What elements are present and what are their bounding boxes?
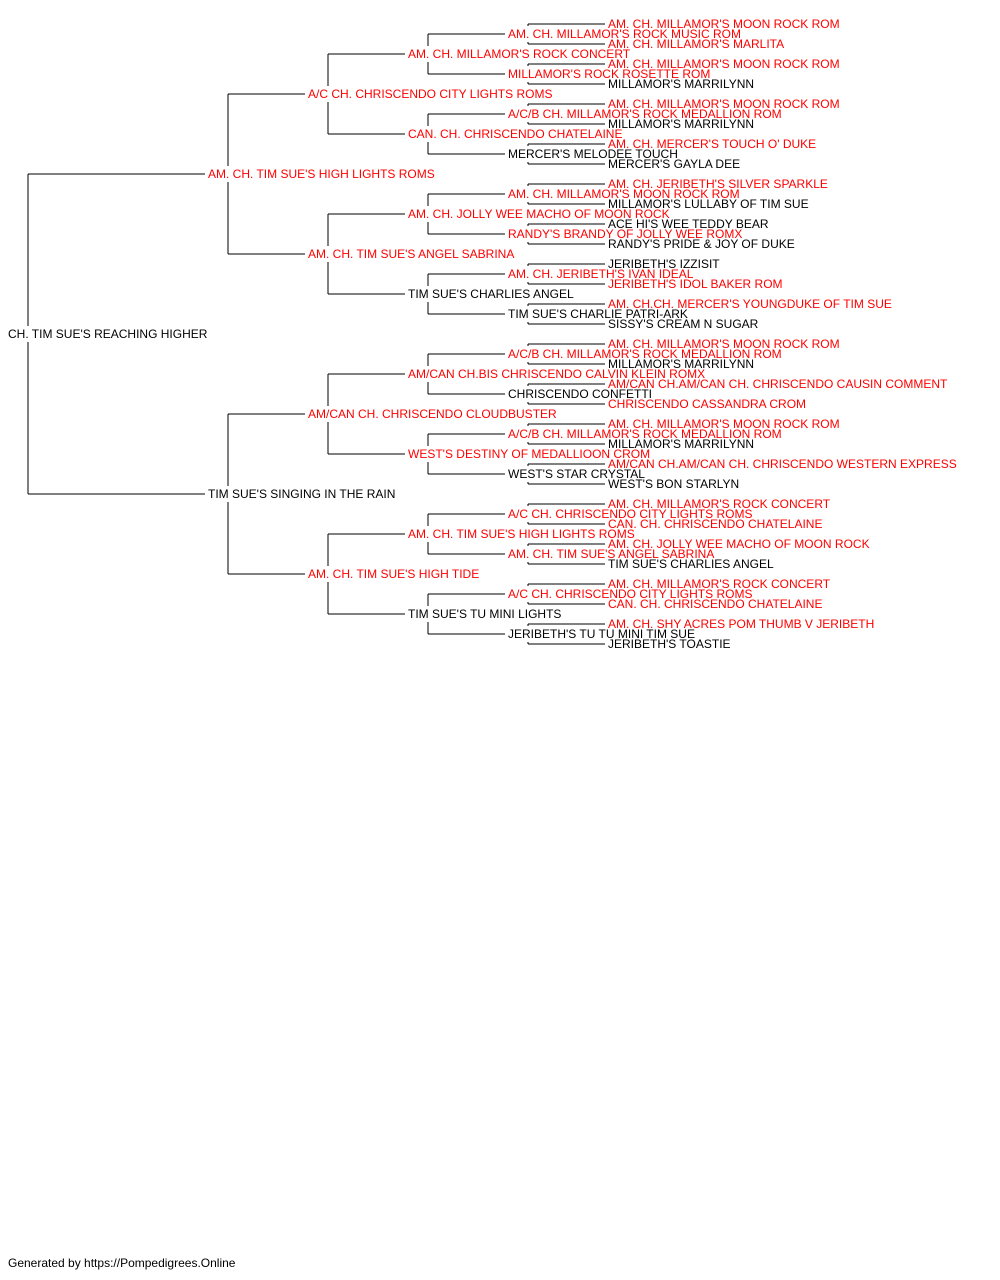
dog-name-gen0: CH. TIM SUE'S REACHING HIGHER bbox=[8, 327, 208, 341]
dog-name-gen5: AM. CH. MILLAMOR'S MARLITA bbox=[608, 37, 784, 51]
dog-name-gen3: AM. CH. JOLLY WEE MACHO OF MOON ROCK bbox=[408, 207, 670, 221]
dog-name-gen4: WEST'S STAR CRYSTAL bbox=[508, 467, 645, 481]
dog-name-gen5: AM. CH. JOLLY WEE MACHO OF MOON ROCK bbox=[608, 537, 870, 551]
dog-name-gen4: A/C CH. CHRISCENDO CITY LIGHTS ROMS bbox=[508, 587, 752, 601]
connector-lines bbox=[27, 23, 605, 645]
dog-name-gen2: AM. CH. TIM SUE'S HIGH TIDE bbox=[308, 567, 479, 581]
dog-name-gen5: ACE HI'S WEE TEDDY BEAR bbox=[608, 217, 769, 231]
dog-name-gen5: JERIBETH'S IDOL BAKER ROM bbox=[608, 277, 783, 291]
dog-name-gen5: AM. CH. MILLAMOR'S MOON ROCK ROM bbox=[608, 17, 840, 31]
dog-name-gen3: AM/CAN CH.BIS CHRISCENDO CALVIN KLEIN RO… bbox=[408, 367, 705, 381]
dog-name-gen5: MERCER'S GAYLA DEE bbox=[608, 157, 740, 171]
dog-name-gen5: CHRISCENDO CASSANDRA CROM bbox=[608, 397, 806, 411]
dog-name-gen3: WEST'S DESTINY OF MEDALLIOON CROM bbox=[408, 447, 650, 461]
dog-name-gen5: MILLAMOR'S LULLABY OF TIM SUE bbox=[608, 197, 809, 211]
dog-name-gen4: A/C/B CH. MILLAMOR'S ROCK MEDALLION ROM bbox=[508, 427, 782, 441]
dog-name-gen4: A/C/B CH. MILLAMOR'S ROCK MEDALLION ROM bbox=[508, 107, 782, 121]
dog-name-gen5: AM. CH. MILLAMOR'S MOON ROCK ROM bbox=[608, 417, 840, 431]
dog-name-gen5: CAN. CH. CHRISCENDO CHATELAINE bbox=[608, 517, 822, 531]
dog-name-gen5: AM/CAN CH.AM/CAN CH. CHRISCENDO WESTERN … bbox=[608, 457, 957, 471]
dog-name-gen5: AM. CH. MERCER'S TOUCH O' DUKE bbox=[608, 137, 816, 151]
dog-name-gen4: AM. CH. JERIBETH'S IVAN IDEAL bbox=[508, 267, 694, 281]
dog-name-gen4: RANDY'S BRANDY OF JOLLY WEE ROMX bbox=[508, 227, 742, 241]
dog-name-gen4: TIM SUE'S CHARLIE PATRI-ARK bbox=[508, 307, 688, 321]
dog-name-gen5: JERIBETH'S TOASTIE bbox=[608, 637, 731, 651]
dog-name-gen3: CAN. CH. CHRISCENDO CHATELAINE bbox=[408, 127, 622, 141]
generated-by-footer: Generated by https://Pompedigrees.Online bbox=[8, 1256, 236, 1270]
dog-name-gen4: A/C CH. CHRISCENDO CITY LIGHTS ROMS bbox=[508, 507, 752, 521]
dog-name-gen4: CHRISCENDO CONFETTI bbox=[508, 387, 652, 401]
dog-name-gen4: MERCER'S MELODEE TOUCH bbox=[508, 147, 678, 161]
dog-name-gen4: AM. CH. MILLAMOR'S ROCK MUSIC ROM bbox=[508, 27, 741, 41]
dog-name-gen5: JERIBETH'S IZZISIT bbox=[608, 257, 720, 271]
dog-name-gen2: AM. CH. TIM SUE'S ANGEL SABRINA bbox=[308, 247, 514, 261]
dog-name-gen5: AM. CH. MILLAMOR'S ROCK CONCERT bbox=[608, 497, 831, 511]
dog-name-gen5: AM. CH. MILLAMOR'S MOON ROCK ROM bbox=[608, 337, 840, 351]
dog-name-gen5: CAN. CH. CHRISCENDO CHATELAINE bbox=[608, 597, 822, 611]
dog-name-gen5: MILLAMOR'S MARRILYNN bbox=[608, 77, 754, 91]
dog-name-gen5: AM. CH.CH. MERCER'S YOUNGDUKE OF TIM SUE bbox=[608, 297, 892, 311]
dog-name-gen5: AM. CH. MILLAMOR'S ROCK CONCERT bbox=[608, 577, 831, 591]
dog-name-gen5: MILLAMOR'S MARRILYNN bbox=[608, 357, 754, 371]
dog-name-gen2: A/C CH. CHRISCENDO CITY LIGHTS ROMS bbox=[308, 87, 552, 101]
dog-name-gen4: AM. CH. TIM SUE'S ANGEL SABRINA bbox=[508, 547, 714, 561]
dog-name-gen5: MILLAMOR'S MARRILYNN bbox=[608, 117, 754, 131]
dog-name-gen5: AM. CH. MILLAMOR'S MOON ROCK ROM bbox=[608, 97, 840, 111]
dog-name-gen5: AM/CAN CH.AM/CAN CH. CHRISCENDO CAUSIN C… bbox=[608, 377, 948, 391]
dog-name-gen3: TIM SUE'S CHARLIES ANGEL bbox=[408, 287, 574, 301]
dog-name-gen5: MILLAMOR'S MARRILYNN bbox=[608, 437, 754, 451]
dog-name-gen4: AM. CH. MILLAMOR'S MOON ROCK ROM bbox=[508, 187, 740, 201]
dog-name-gen1: TIM SUE'S SINGING IN THE RAIN bbox=[208, 487, 395, 501]
dog-name-gen3: TIM SUE'S TU MINI LIGHTS bbox=[408, 607, 561, 621]
dog-name-gen2: AM/CAN CH. CHRISCENDO CLOUDBUSTER bbox=[308, 407, 557, 421]
dog-name-gen1: AM. CH. TIM SUE'S HIGH LIGHTS ROMS bbox=[208, 167, 435, 181]
dog-name-gen5: RANDY'S PRIDE & JOY OF DUKE bbox=[608, 237, 795, 251]
dog-name-gen4: A/C/B CH. MILLAMOR'S ROCK MEDALLION ROM bbox=[508, 347, 782, 361]
dog-name-gen5: TIM SUE'S CHARLIES ANGEL bbox=[608, 557, 774, 571]
dog-name-gen5: WEST'S BON STARLYN bbox=[608, 477, 739, 491]
dog-name-gen3: AM. CH. MILLAMOR'S ROCK CONCERT bbox=[408, 47, 631, 61]
dog-name-gen5: SISSY'S CREAM N SUGAR bbox=[608, 317, 759, 331]
dog-name-gen5: AM. CH. SHY ACRES POM THUMB V JERIBETH bbox=[608, 617, 874, 631]
dog-name-gen3: AM. CH. TIM SUE'S HIGH LIGHTS ROMS bbox=[408, 527, 635, 541]
dog-name-gen5: AM. CH. MILLAMOR'S MOON ROCK ROM bbox=[608, 57, 840, 71]
dog-name-gen5: AM. CH. JERIBETH'S SILVER SPARKLE bbox=[608, 177, 828, 191]
dog-names: CH. TIM SUE'S REACHING HIGHER AM. CH. TIM… bbox=[8, 17, 957, 651]
dog-name-gen4: MILLAMOR'S ROCK ROSETTE ROM bbox=[508, 67, 710, 81]
dog-name-gen4: JERIBETH'S TU TU MINI TIM SUE bbox=[508, 627, 695, 641]
